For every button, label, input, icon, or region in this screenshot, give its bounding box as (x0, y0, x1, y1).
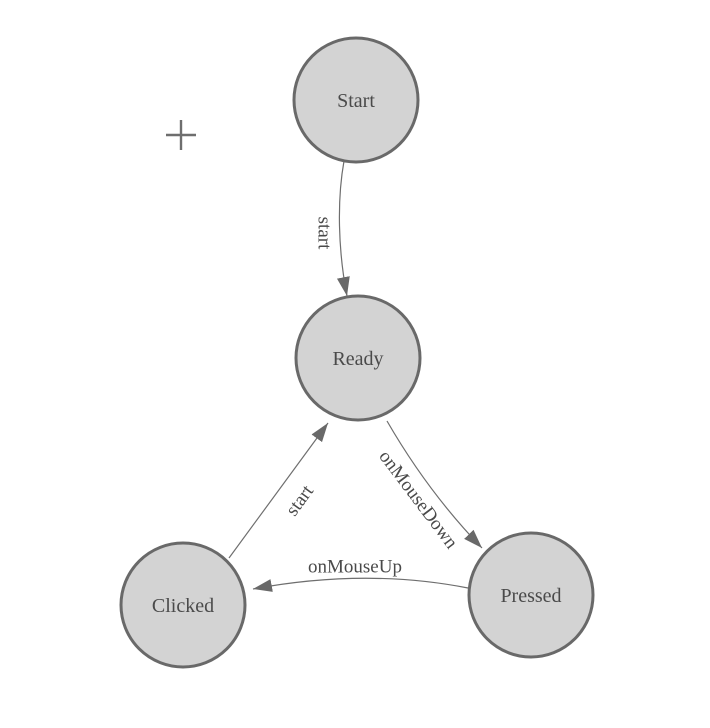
edge-ready-to-pressed[interactable]: onMouseDown (374, 420, 483, 554)
node-circle[interactable] (467, 531, 595, 659)
edge-clicked-to-ready[interactable]: start (228, 422, 329, 559)
plus-icon[interactable] (166, 120, 196, 150)
edge-start-to-ready[interactable]: start (313, 160, 350, 297)
edge-label-onmousedown: onMouseDown (374, 447, 462, 554)
node-pressed[interactable]: Pressed (467, 531, 595, 659)
node-label: Pressed (500, 585, 561, 607)
node-label: Clicked (152, 595, 214, 617)
node-circle[interactable] (294, 294, 422, 422)
edge-label-onmouseup: onMouseUp (308, 557, 402, 578)
node-start[interactable]: Start (292, 36, 420, 164)
node-ready[interactable]: Ready (294, 294, 422, 422)
node-label: Ready (332, 348, 383, 370)
edge-label-start-2: start (282, 481, 319, 520)
node-circle[interactable] (119, 541, 247, 669)
node-clicked[interactable]: Clicked (119, 541, 247, 669)
edge-label-start: start (313, 217, 334, 250)
edge-path[interactable] (386, 420, 483, 549)
node-label: Start (337, 90, 375, 112)
edge-path[interactable] (336, 160, 350, 297)
node-circle[interactable] (292, 36, 420, 164)
edge-path[interactable] (252, 577, 469, 592)
edge-path[interactable] (228, 422, 329, 559)
edge-pressed-to-clicked[interactable]: onMouseUp (252, 557, 469, 592)
